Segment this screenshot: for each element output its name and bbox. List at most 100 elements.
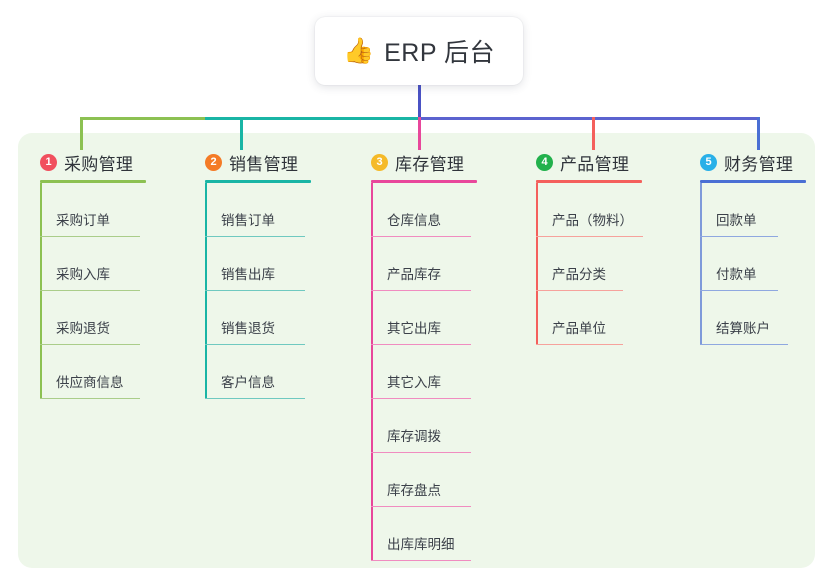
leaf-rule bbox=[40, 235, 140, 237]
leaf-label: 采购入库 bbox=[56, 267, 110, 282]
branch-header-1[interactable]: 1 采购管理 bbox=[40, 150, 180, 174]
leaf-rule bbox=[205, 289, 305, 291]
branch-badge-5: 5 bbox=[700, 153, 717, 171]
leaf-rule bbox=[371, 559, 471, 561]
branch-title-1: 采购管理 bbox=[64, 154, 134, 174]
branch-trunk-2 bbox=[205, 183, 207, 399]
branch-underline-2 bbox=[205, 180, 311, 183]
list-item[interactable]: 销售出库 bbox=[205, 237, 345, 291]
branch-column-purchasing: 1 采购管理 采购订单 采购入库 采购退货 供应商信息 bbox=[40, 150, 180, 399]
list-item[interactable]: 库存盘点 bbox=[371, 453, 521, 507]
leaf-rule bbox=[205, 343, 305, 345]
leaf-rule bbox=[371, 505, 471, 507]
branch-title-5: 财务管理 bbox=[724, 154, 794, 174]
leaf-label: 产品分类 bbox=[552, 267, 606, 282]
branch-header-3[interactable]: 3 库存管理 bbox=[371, 150, 521, 174]
list-item[interactable]: 库存调拨 bbox=[371, 399, 521, 453]
list-item[interactable]: 供应商信息 bbox=[40, 345, 180, 399]
branch-column-sales: 2 销售管理 销售订单 销售出库 销售退货 客户信息 bbox=[205, 150, 345, 399]
leaf-label: 销售退货 bbox=[221, 321, 275, 336]
list-item[interactable]: 其它出库 bbox=[371, 291, 521, 345]
list-item[interactable]: 产品单位 bbox=[536, 291, 696, 345]
leaf-label: 仓库信息 bbox=[387, 213, 441, 228]
branch-trunk-5 bbox=[700, 183, 702, 345]
branch-header-4[interactable]: 4 产品管理 bbox=[536, 150, 696, 174]
leaf-rule bbox=[205, 397, 305, 399]
list-item[interactable]: 销售订单 bbox=[205, 183, 345, 237]
leaf-label: 产品库存 bbox=[387, 267, 441, 282]
branch-column-inventory: 3 库存管理 仓库信息 产品库存 其它出库 其它入库 库存调拨 库存盘点 bbox=[371, 150, 521, 561]
leaf-label: 采购订单 bbox=[56, 213, 110, 228]
leaf-rule bbox=[536, 343, 623, 345]
leaf-label: 产品（物料） bbox=[552, 213, 633, 228]
branch-underline-5 bbox=[700, 180, 806, 183]
leaf-rule bbox=[40, 289, 140, 291]
branch-trunk-4 bbox=[536, 183, 538, 345]
leaf-rule bbox=[536, 289, 623, 291]
list-item[interactable]: 其它入库 bbox=[371, 345, 521, 399]
leaf-label: 销售出库 bbox=[221, 267, 275, 282]
list-item[interactable]: 客户信息 bbox=[205, 345, 345, 399]
leaf-rule bbox=[371, 289, 471, 291]
list-item[interactable]: 销售退货 bbox=[205, 291, 345, 345]
branch-items-5: 回款单 付款单 结算账户 bbox=[700, 183, 839, 345]
branch-badge-4: 4 bbox=[536, 153, 553, 171]
branch-title-3: 库存管理 bbox=[395, 154, 465, 174]
leaf-label: 产品单位 bbox=[552, 321, 606, 336]
branch-title-4: 产品管理 bbox=[560, 154, 630, 174]
leaf-label: 供应商信息 bbox=[56, 375, 124, 390]
list-item[interactable]: 采购订单 bbox=[40, 183, 180, 237]
list-item[interactable]: 出库库明细 bbox=[371, 507, 521, 561]
leaf-rule bbox=[205, 235, 305, 237]
leaf-rule bbox=[371, 235, 471, 237]
branch-column-product: 4 产品管理 产品（物料） 产品分类 产品单位 bbox=[536, 150, 696, 345]
leaf-rule bbox=[371, 343, 471, 345]
branch-underline-1 bbox=[40, 180, 146, 183]
branch-panel bbox=[18, 133, 815, 568]
list-item[interactable]: 付款单 bbox=[700, 237, 839, 291]
leaf-rule bbox=[371, 451, 471, 453]
branch-trunk-1 bbox=[40, 183, 42, 399]
list-item[interactable]: 仓库信息 bbox=[371, 183, 521, 237]
list-item[interactable]: 采购退货 bbox=[40, 291, 180, 345]
branch-header-2[interactable]: 2 销售管理 bbox=[205, 150, 345, 174]
branch-header-5[interactable]: 5 财务管理 bbox=[700, 150, 839, 174]
list-item[interactable]: 结算账户 bbox=[700, 291, 839, 345]
root-node-card[interactable]: 👍 ERP 后台 bbox=[315, 17, 523, 85]
branch-badge-1: 1 bbox=[40, 153, 57, 171]
branch-badge-2: 2 bbox=[205, 153, 222, 171]
branch-title-2: 销售管理 bbox=[229, 154, 299, 174]
leaf-label: 采购退货 bbox=[56, 321, 110, 336]
thumbs-up-icon: 👍 bbox=[342, 36, 375, 65]
list-item[interactable]: 产品（物料） bbox=[536, 183, 696, 237]
branch-items-1: 采购订单 采购入库 采购退货 供应商信息 bbox=[40, 183, 180, 399]
list-item[interactable]: 采购入库 bbox=[40, 237, 180, 291]
list-item[interactable]: 回款单 bbox=[700, 183, 839, 237]
leaf-rule bbox=[536, 235, 643, 237]
root-node-label: ERP 后台 bbox=[384, 39, 496, 67]
leaf-rule bbox=[40, 343, 140, 345]
list-item[interactable]: 产品库存 bbox=[371, 237, 521, 291]
leaf-label: 其它入库 bbox=[387, 375, 441, 390]
leaf-label: 回款单 bbox=[716, 213, 757, 228]
leaf-rule bbox=[40, 397, 140, 399]
leaf-rule bbox=[700, 343, 788, 345]
branch-badge-3: 3 bbox=[371, 153, 388, 171]
leaf-label: 其它出库 bbox=[387, 321, 441, 336]
leaf-label: 客户信息 bbox=[221, 375, 275, 390]
branch-column-finance: 5 财务管理 回款单 付款单 结算账户 bbox=[700, 150, 839, 345]
branch-items-3: 仓库信息 产品库存 其它出库 其它入库 库存调拨 库存盘点 出库库明细 bbox=[371, 183, 521, 561]
leaf-rule bbox=[371, 397, 471, 399]
leaf-label: 销售订单 bbox=[221, 213, 275, 228]
leaf-label: 出库库明细 bbox=[387, 537, 455, 552]
branch-items-4: 产品（物料） 产品分类 产品单位 bbox=[536, 183, 696, 345]
leaf-label: 结算账户 bbox=[716, 321, 770, 336]
branch-underline-4 bbox=[536, 180, 642, 183]
branch-items-2: 销售订单 销售出库 销售退货 客户信息 bbox=[205, 183, 345, 399]
list-item[interactable]: 产品分类 bbox=[536, 237, 696, 291]
branch-trunk-3 bbox=[371, 183, 373, 561]
leaf-label: 库存盘点 bbox=[387, 483, 441, 498]
leaf-rule bbox=[700, 235, 778, 237]
leaf-label: 付款单 bbox=[716, 267, 757, 282]
leaf-label: 库存调拨 bbox=[387, 429, 441, 444]
